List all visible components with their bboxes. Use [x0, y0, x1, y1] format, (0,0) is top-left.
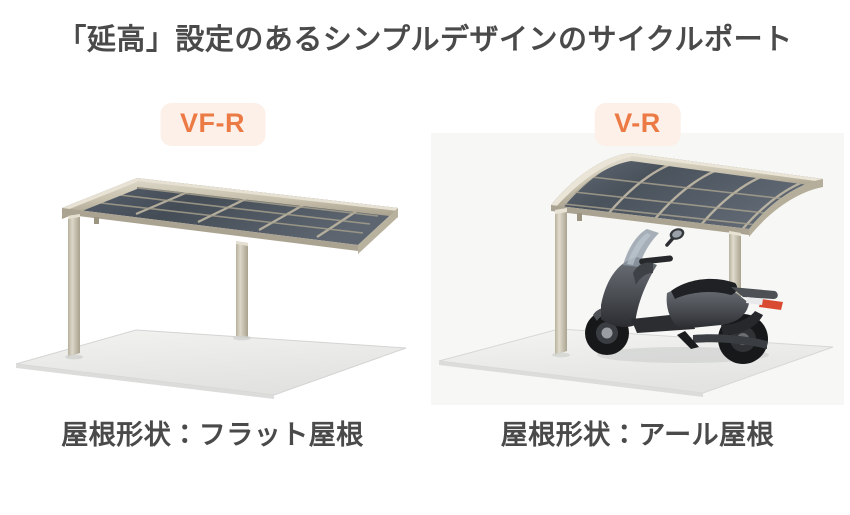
arch-roof-carport-illustration: [438, 153, 834, 397]
flat-roof-panel: [62, 178, 398, 254]
product-image-arch-roof: [431, 133, 844, 405]
product-card-arch-roof: V-R: [425, 95, 850, 485]
flat-roof-carport-illustration: [15, 178, 407, 399]
product-caption-arch-roof: 屋根形状：アール屋根: [500, 420, 775, 450]
product-badge-vf-r: VF-R: [160, 103, 265, 147]
scooter: [585, 228, 783, 364]
product-card-flat-roof: VF-R: [0, 95, 425, 485]
page-title: 「延高」設定のあるシンプルデザインのサイクルポート: [57, 24, 793, 56]
arch-roof-panel: [551, 153, 823, 237]
product-caption-flat-roof: 屋根形状：フラット屋根: [61, 420, 364, 450]
ground-pad: [438, 328, 834, 397]
ground-pad: [15, 329, 407, 399]
product-comparison: VF-R: [0, 95, 850, 485]
support-posts: [65, 214, 251, 360]
product-image-flat-roof: [6, 133, 419, 405]
product-badge-v-r: V-R: [594, 103, 681, 147]
